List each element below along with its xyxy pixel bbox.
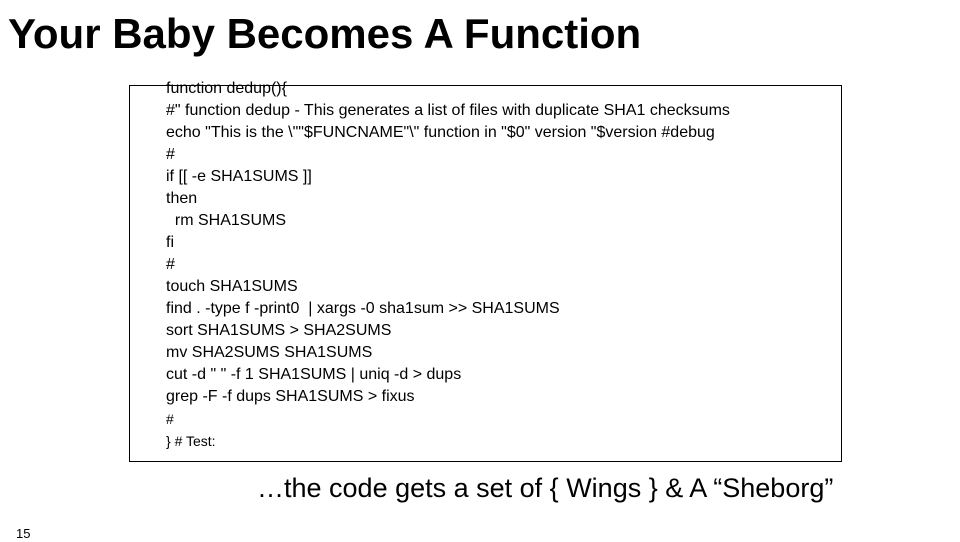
code-line: echo "This is the \""$FUNCNAME"\" functi… (166, 124, 715, 141)
code-line: # (166, 411, 174, 427)
code-lines: function dedup(){ #" function dedup - Th… (166, 78, 730, 452)
code-line: # (166, 146, 175, 163)
code-line: #" function dedup - This generates a lis… (166, 102, 730, 119)
code-line: then (166, 190, 198, 207)
code-line: touch SHA1SUMS (166, 278, 298, 295)
page-number: 15 (16, 526, 31, 541)
code-line: rm SHA1SUMS (166, 212, 287, 229)
slide-title: Your Baby Becomes A Function (8, 10, 642, 57)
code-line: cut -d " " -f 1 SHA1SUMS | uniq -d > dup… (166, 366, 462, 383)
code-line: function dedup(){ (166, 80, 287, 97)
code-line: grep -F -f dups SHA1SUMS > fixus (166, 388, 415, 405)
code-block: function dedup(){ #" function dedup - Th… (129, 80, 842, 462)
code-line: # (166, 256, 175, 273)
code-line: } # Test: (166, 433, 216, 449)
code-line: find . -type f -print0 | xargs -0 sha1su… (166, 300, 560, 317)
code-line: sort SHA1SUMS > SHA2SUMS (166, 322, 392, 339)
code-line: mv SHA2SUMS SHA1SUMS (166, 344, 373, 361)
code-line: if [[ -e SHA1SUMS ]] (166, 168, 312, 185)
slide-caption: …the code gets a set of { Wings } & A “S… (257, 473, 834, 503)
code-line: fi (166, 234, 174, 251)
